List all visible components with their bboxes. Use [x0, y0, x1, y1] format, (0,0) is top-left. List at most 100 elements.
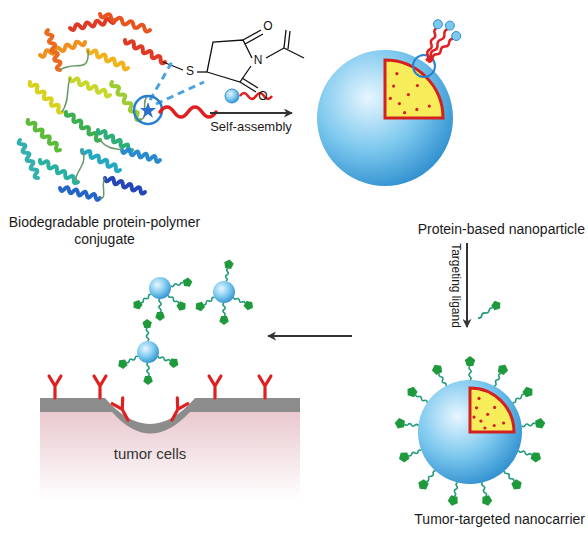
ligand-stem: [146, 328, 148, 341]
receptor-y: [167, 398, 188, 423]
protein-head: [433, 20, 442, 29]
illustration-group: Tumor-targeted nanocarrier: [355, 330, 585, 530]
ligand-head: [169, 359, 179, 368]
site-ring: [134, 96, 162, 124]
drug-dot: [472, 416, 475, 419]
protein-loop: [100, 178, 105, 198]
maleimide-structure: [163, 30, 304, 92]
protein-helix: [122, 149, 160, 162]
ligand-head: [522, 387, 532, 398]
protein-helix: [100, 14, 150, 32]
core-wedge: [470, 388, 514, 432]
ligand-head: [408, 387, 418, 398]
targeting-ligand: [478, 301, 500, 318]
atom-label: N: [254, 54, 263, 67]
ligand-head: [482, 495, 492, 505]
ligand-stem: [519, 450, 532, 455]
drug-dot: [475, 406, 478, 409]
ligand-head: [531, 452, 542, 462]
receptor: [259, 376, 271, 398]
small-nanocarrier: [213, 281, 235, 303]
drug-dot: [416, 84, 419, 87]
ligand-stem: [439, 374, 446, 386]
core-dots: [389, 72, 431, 114]
ligand-stem: [454, 482, 457, 496]
ligand-stem: [408, 450, 421, 456]
drug-dot: [398, 102, 401, 105]
ligand-head: [395, 418, 405, 428]
ligand-stem: [126, 356, 138, 362]
process-arrow: [268, 335, 352, 337]
protein-helix: [88, 50, 128, 69]
atom-label: S: [186, 65, 194, 78]
ligand-stem: [405, 424, 419, 427]
ligand-stem: [513, 394, 525, 402]
ligand-head: [244, 301, 253, 310]
ligand-head: [176, 301, 185, 311]
ligand-head: [142, 319, 152, 328]
protein-helix: [30, 82, 62, 113]
ligand-stem: [504, 471, 513, 481]
drug-dot: [407, 93, 410, 96]
receptor-y: [112, 398, 133, 423]
protein-helix: [28, 120, 60, 151]
drug-dot: [502, 421, 505, 424]
polymer-chain: [160, 107, 216, 117]
surface-chains: [426, 20, 461, 62]
protein-loop: [100, 140, 122, 150]
ligand-head: [219, 316, 229, 325]
receptor: [167, 398, 188, 423]
core-dots: [472, 397, 505, 430]
atom-label: O: [258, 90, 267, 103]
protein-loop: [60, 50, 88, 70]
bound-nanocarriers: [118, 260, 253, 386]
ligand-stem: [522, 423, 536, 426]
receptors: [49, 376, 271, 423]
cell-membrane: [40, 398, 300, 434]
illustration-group: tumor cells: [30, 250, 265, 500]
drug-dot: [493, 406, 496, 409]
ligand-stem: [226, 268, 229, 281]
receptor-y: [49, 376, 61, 398]
protein-helix: [46, 30, 60, 70]
atom-label: O: [263, 20, 272, 33]
nanoparticle: [317, 50, 453, 186]
protein-helix: [66, 112, 100, 141]
ligand-head: [448, 495, 458, 505]
ligand-head: [498, 365, 508, 375]
receptor: [94, 376, 106, 398]
drug-dot: [493, 424, 496, 427]
receptor-y: [259, 376, 271, 398]
protein-helix: [19, 140, 38, 178]
ligand-head: [432, 365, 442, 375]
caption: tumor cells: [95, 445, 205, 462]
ligand-stem: [426, 471, 435, 481]
ligand-stem: [168, 295, 178, 303]
protein-helix: [70, 19, 115, 30]
ligand-stem: [482, 482, 487, 496]
protein-helix: [125, 40, 165, 63]
ligand-head: [118, 360, 127, 369]
protein-head: [445, 21, 454, 30]
ligand-stem: [469, 366, 471, 380]
arrow-label: Targeting ligand: [447, 243, 462, 328]
ligand-head: [399, 452, 410, 462]
amphiphile-head: [225, 89, 239, 103]
ligand-stem: [234, 297, 245, 303]
receptor: [112, 398, 133, 423]
protein-loop: [76, 150, 84, 182]
ligand-stem: [141, 294, 151, 302]
protein-helix: [82, 150, 120, 171]
drug-dot: [479, 420, 482, 423]
ligand-head: [511, 479, 521, 489]
receptor-y: [209, 376, 221, 398]
ligand-head: [134, 300, 143, 310]
protein-loop: [62, 78, 70, 112]
ligand-head: [196, 302, 205, 312]
ligand-head: [224, 260, 233, 269]
drug-dot: [392, 85, 395, 88]
ligand-stem: [494, 374, 501, 386]
ligand-head: [155, 312, 165, 321]
